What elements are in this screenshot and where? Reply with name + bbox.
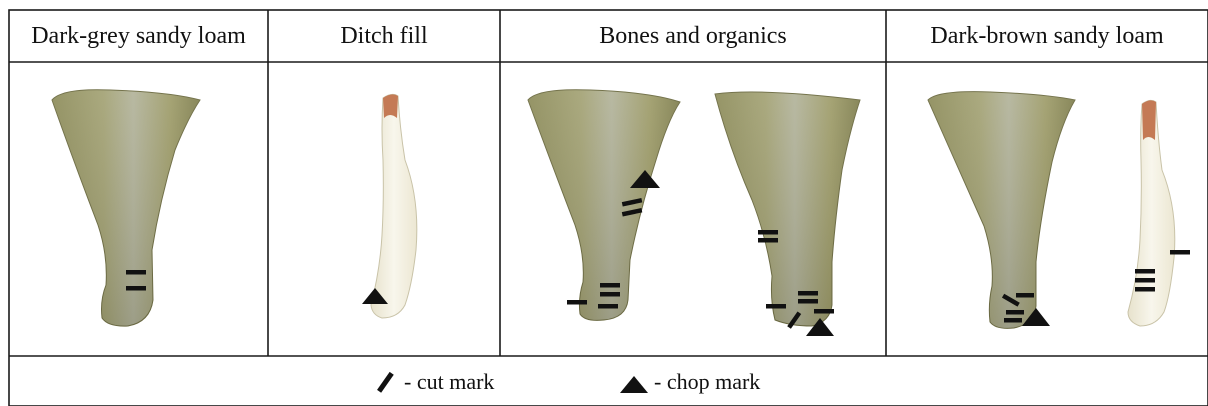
column-header-dark-brown: Dark-brown sandy loam [886, 10, 1208, 62]
cut-mark [766, 304, 786, 309]
cut-mark [1004, 318, 1022, 323]
legend-cut-label: - cut mark [404, 369, 494, 395]
cut-mark [1016, 293, 1034, 298]
cut-mark [1135, 278, 1155, 283]
cut-mark [1135, 269, 1155, 274]
cut-mark [758, 230, 778, 235]
bone-specimen-dark-brown-a [928, 92, 1075, 329]
cut-mark [758, 238, 778, 243]
bone-specimen-dark-brown-b [1128, 100, 1190, 326]
marrow-end [1142, 100, 1156, 140]
cut-mark [600, 283, 620, 288]
cut-mark [126, 286, 146, 291]
cut-mark [798, 299, 818, 304]
column-header-dark-grey: Dark-grey sandy loam [9, 10, 268, 62]
legend-chop-label: - chop mark [654, 369, 760, 395]
cut-mark [1135, 287, 1155, 292]
bone-specimen-dark-grey [52, 90, 200, 326]
bone-specimen-bones-organics-b [715, 92, 860, 336]
cut-mark [798, 291, 818, 296]
column-header-bones-organics: Bones and organics [500, 10, 886, 62]
cut-mark [1170, 250, 1190, 255]
cut-mark [126, 270, 146, 275]
cut-mark [567, 300, 587, 305]
bone-specimen-bones-organics-a [528, 90, 680, 321]
legend-chop-icon [620, 376, 648, 393]
cut-mark [1006, 310, 1024, 315]
column-header-ditch-fill: Ditch fill [268, 10, 500, 62]
ulna-white [371, 94, 417, 318]
marrow-end [383, 94, 398, 118]
cut-mark [598, 304, 618, 309]
bone-specimen-ditch-fill [362, 94, 417, 318]
cut-mark [600, 292, 620, 297]
cut-mark [814, 309, 834, 314]
legend-cut-icon [377, 372, 394, 393]
